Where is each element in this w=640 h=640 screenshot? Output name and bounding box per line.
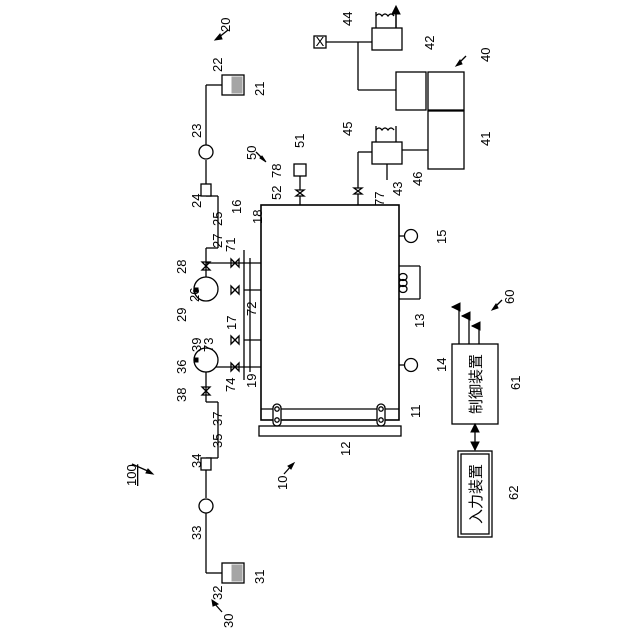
ref-21: 21: [252, 82, 267, 96]
ref-18: 18: [250, 210, 265, 224]
ref-72: 72: [244, 302, 259, 316]
ref-40: 40: [478, 48, 493, 62]
ref-60: 60: [502, 290, 517, 304]
controller-label: 制御装置: [468, 354, 485, 414]
ref-62: 62: [506, 486, 521, 500]
ref-100: 100: [124, 464, 139, 486]
ref-46: 46: [410, 172, 425, 186]
ref-10: 10: [275, 476, 290, 490]
ref-16: 16: [229, 200, 244, 214]
valve-72: [231, 286, 239, 294]
ref-23: 23: [189, 124, 204, 138]
tank-43: [372, 142, 402, 164]
input-device-label: 入力装置: [468, 464, 485, 524]
heater-coil-13: [399, 266, 420, 299]
ref-41: 41: [478, 132, 493, 146]
gauge-14: [405, 359, 418, 372]
ref-50: 50: [244, 146, 259, 160]
ref-12: 12: [338, 442, 353, 456]
ref-19: 19: [244, 374, 259, 388]
ref-42: 42: [422, 36, 437, 50]
gauge-33: [199, 499, 213, 513]
ref-13: 13: [412, 314, 427, 328]
ref-78: 78: [269, 164, 284, 178]
ref-61: 61: [508, 376, 523, 390]
ref-15: 15: [434, 230, 449, 244]
ref-51: 51: [292, 134, 307, 148]
tank-base-plate: [259, 426, 401, 436]
ref-28: 28: [174, 260, 189, 274]
ref-11: 11: [408, 405, 423, 419]
ref-26: 26: [187, 288, 202, 302]
ref-44: 44: [340, 12, 355, 26]
ref-25: 25: [210, 212, 225, 226]
ref-34: 34: [189, 454, 204, 468]
ref-71: 71: [223, 238, 238, 252]
sensor-x-mark: X: [316, 34, 325, 49]
valve-73: [231, 336, 239, 344]
gauge-15: [405, 230, 418, 243]
ref-31: 31: [252, 570, 267, 584]
ref-74: 74: [223, 378, 238, 392]
ref-30: 30: [221, 614, 236, 628]
ref-20: 20: [218, 18, 233, 32]
ref-22: 22: [210, 58, 225, 72]
ref-37: 37: [210, 412, 225, 426]
main-tank: [259, 205, 401, 436]
tank-body: [261, 205, 399, 420]
ref-35: 35: [210, 434, 225, 448]
module-46: [428, 111, 464, 169]
ref-32: 32: [210, 586, 225, 600]
tank-42: [372, 28, 402, 50]
ref-77: 77: [372, 192, 387, 206]
ref-29: 29: [174, 308, 189, 322]
gauge-23: [199, 145, 213, 159]
ref-36: 36: [174, 360, 189, 374]
module-41-right: [428, 72, 464, 110]
ref-52: 52: [269, 186, 284, 200]
module-41-left: [396, 72, 426, 110]
ref-43: 43: [390, 182, 405, 196]
ref-17: 17: [224, 316, 239, 330]
ref-38: 38: [174, 388, 189, 402]
ref-24: 24: [189, 194, 204, 208]
ref-45: 45: [340, 122, 355, 136]
sensor-51: [294, 164, 306, 176]
ref-73: 73: [201, 338, 216, 352]
ref-33: 33: [189, 526, 204, 540]
ref-14: 14: [434, 358, 449, 372]
